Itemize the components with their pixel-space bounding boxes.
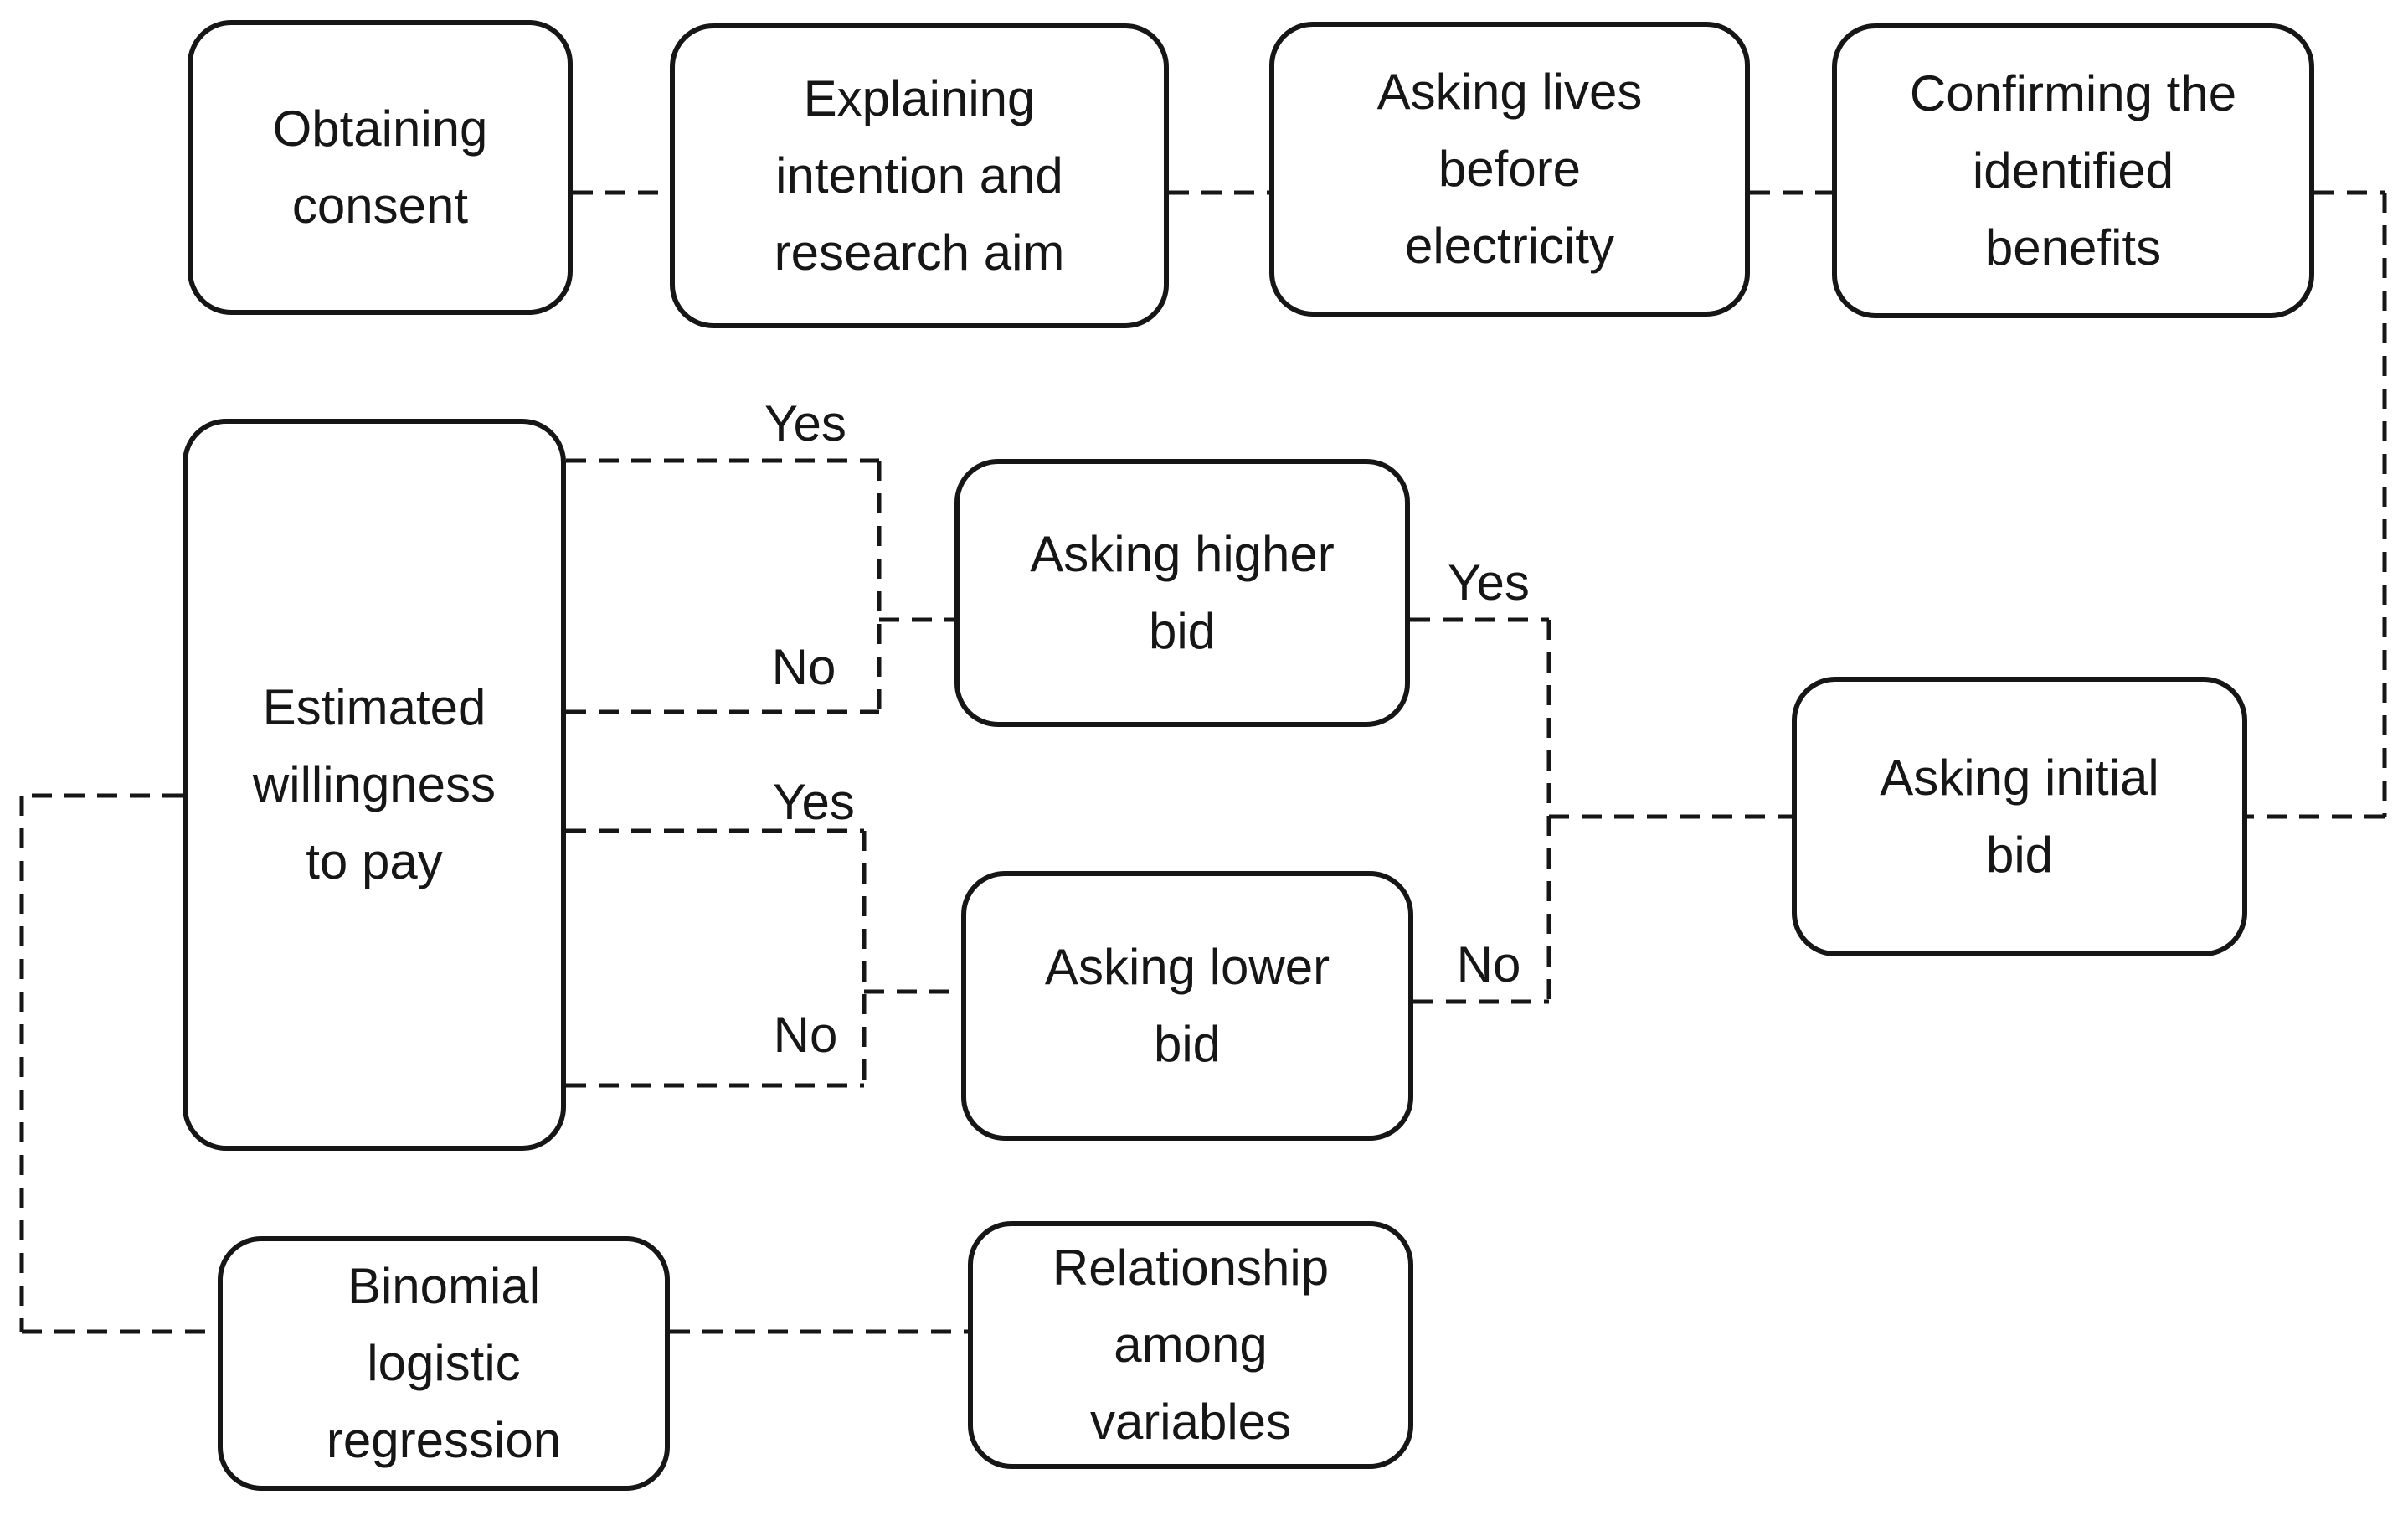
node-asking-higher-bid: Asking higher bid bbox=[954, 459, 1410, 727]
edge-label-yes-lower: Yes bbox=[773, 774, 855, 830]
node-asking-lives: Asking lives before electricity bbox=[1269, 22, 1750, 317]
edge-label-yes-initial: Yes bbox=[1448, 554, 1530, 611]
edge-label-no-lower: No bbox=[773, 1007, 838, 1063]
edge-label-no-upper: No bbox=[771, 639, 836, 695]
node-estimated-wtp: Estimated willingness to pay bbox=[183, 419, 566, 1151]
node-asking-initial-bid: Asking initial bid bbox=[1792, 677, 2247, 956]
edge-label-no-initial: No bbox=[1456, 936, 1521, 992]
edge-label-yes-upper: Yes bbox=[764, 395, 846, 451]
node-binomial-regression: Binomial logistic regression bbox=[218, 1236, 670, 1491]
node-relationship-variables: Relationship among variables bbox=[968, 1221, 1413, 1469]
node-obtaining-consent: Obtaining consent bbox=[188, 20, 573, 315]
node-confirming-benefits: Confirming the identified benefits bbox=[1832, 23, 2314, 318]
node-asking-lower-bid: Asking lower bid bbox=[961, 871, 1413, 1141]
node-explaining-intention: Explaining intention and research aim bbox=[670, 23, 1169, 328]
